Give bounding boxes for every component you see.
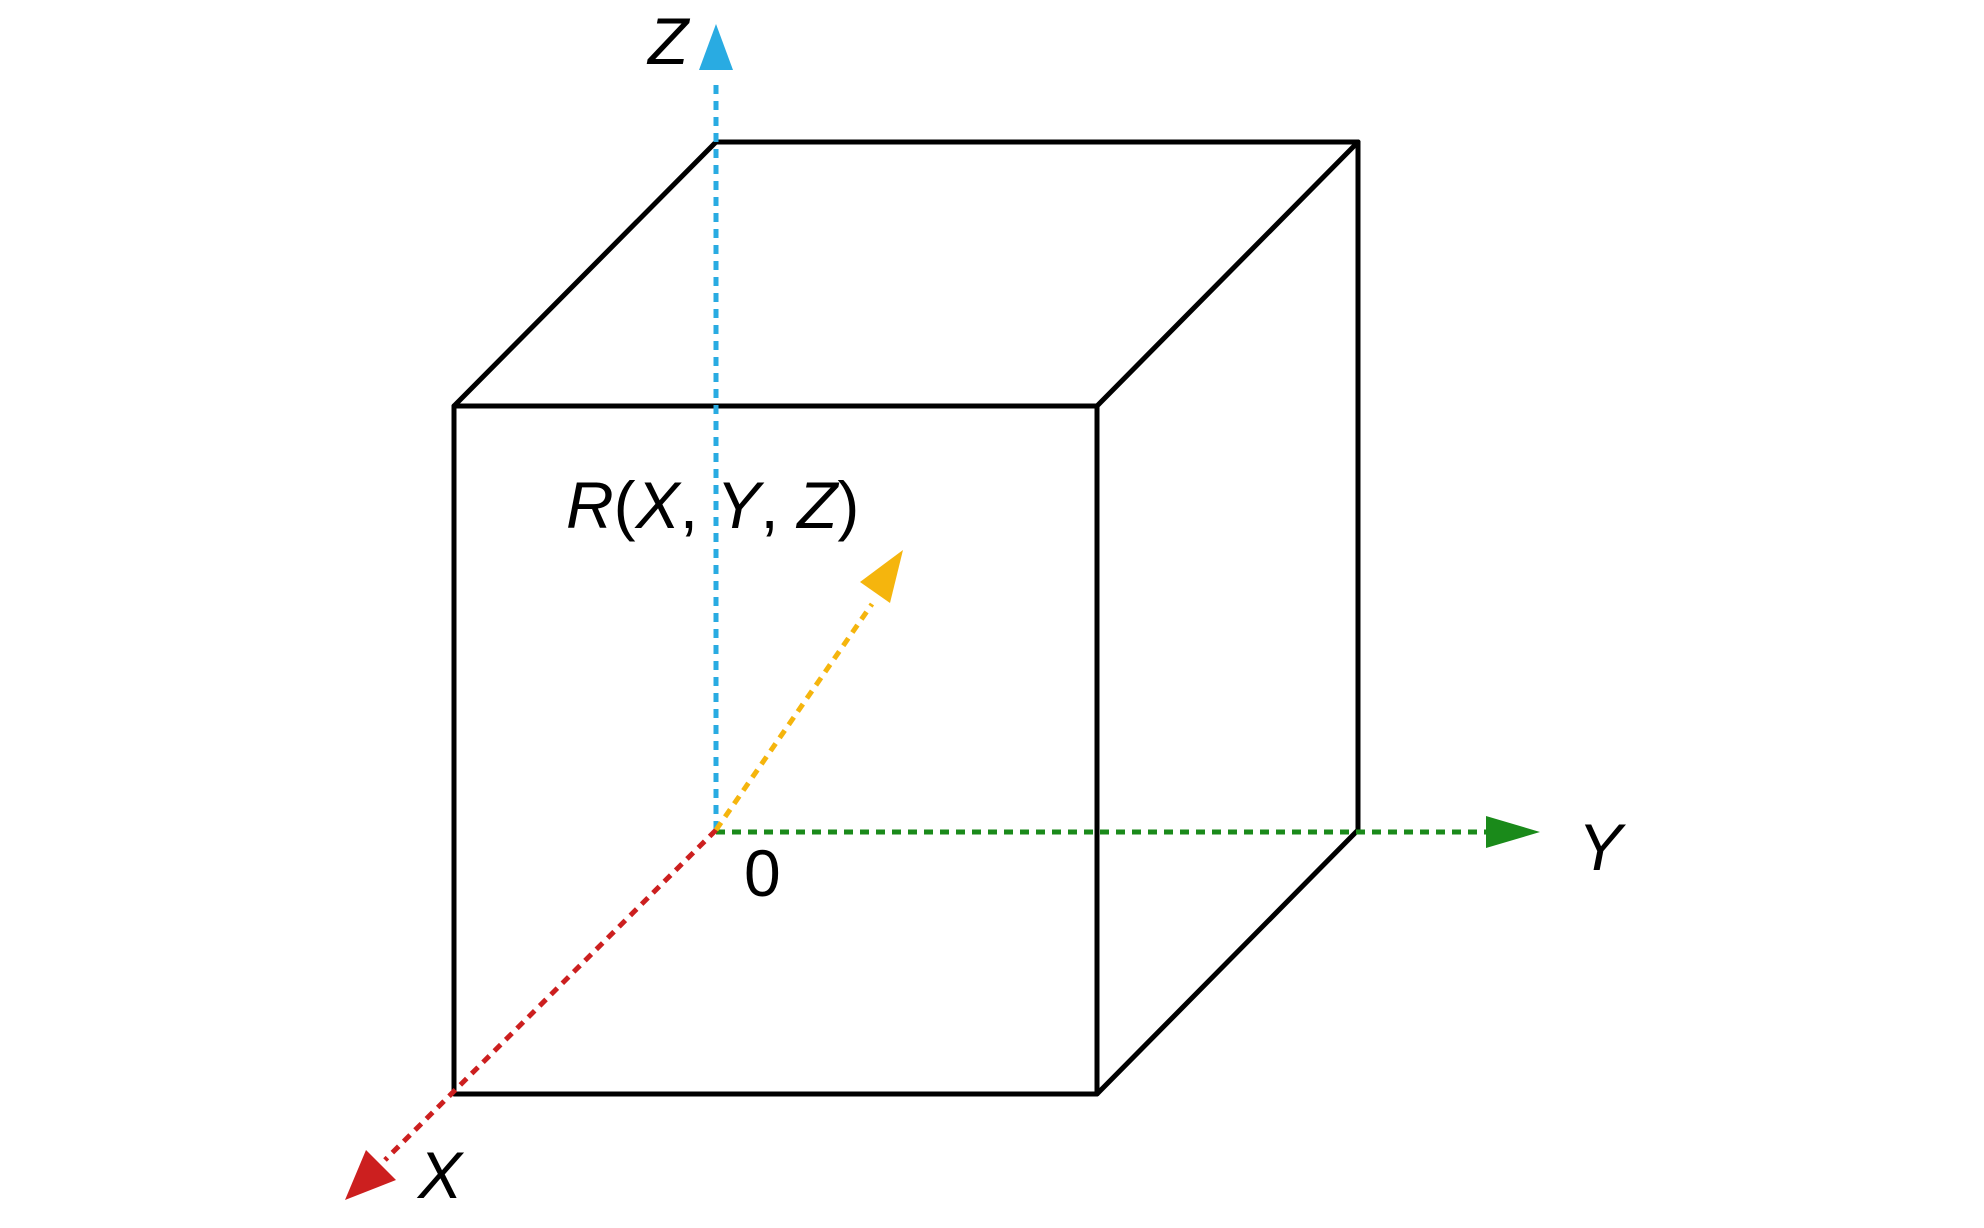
r-vector bbox=[713, 550, 903, 832]
x-axis-arrowhead bbox=[345, 1150, 396, 1200]
point-close-paren: ) bbox=[837, 468, 859, 542]
point-r-label: R(X, Y, Z) bbox=[566, 468, 859, 542]
x-axis-label: X bbox=[416, 1138, 465, 1212]
cube bbox=[451, 139, 1361, 1097]
r-vector-arrowhead bbox=[860, 550, 903, 603]
y-axis-label: Y bbox=[1578, 810, 1626, 884]
point-separator-1: , bbox=[680, 468, 717, 542]
point-r-name: R bbox=[566, 468, 614, 542]
x-axis bbox=[345, 828, 718, 1200]
origin-label: 0 bbox=[744, 836, 781, 910]
z-axis bbox=[699, 24, 733, 830]
point-separator-2: , bbox=[760, 468, 797, 542]
point-z-coordinate: Z bbox=[795, 468, 840, 542]
y-axis bbox=[716, 816, 1540, 848]
r-vector-line bbox=[713, 602, 875, 832]
point-x-coordinate: X bbox=[634, 468, 683, 542]
cube-front-face bbox=[451, 403, 1100, 1097]
cube-top-right-edge bbox=[1094, 139, 1361, 409]
cube-bottom-right-edge bbox=[1094, 827, 1361, 1097]
x-axis-line bbox=[383, 828, 718, 1162]
cube-top-left-edge bbox=[451, 139, 719, 409]
z-axis-arrowhead bbox=[699, 24, 733, 70]
point-y-coordinate: Y bbox=[716, 468, 764, 542]
point-open-paren: ( bbox=[614, 468, 636, 542]
z-axis-label: Z bbox=[646, 4, 691, 78]
y-axis-arrowhead bbox=[1486, 816, 1540, 848]
